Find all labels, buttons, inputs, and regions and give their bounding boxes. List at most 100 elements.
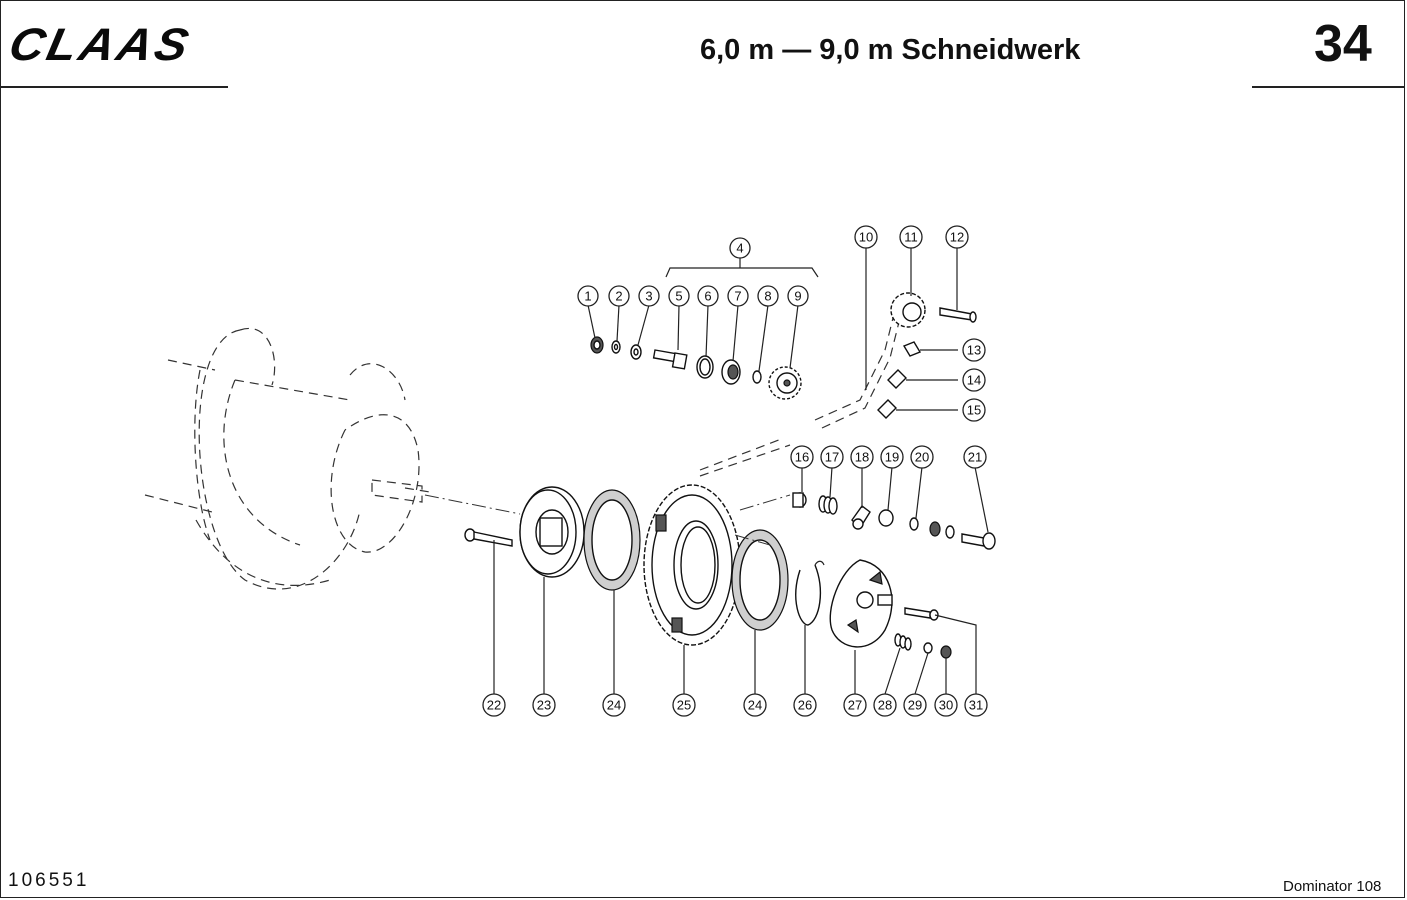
svg-text:3: 3 xyxy=(645,289,652,304)
drawing-number: 106551 xyxy=(8,870,90,891)
part-6-ring xyxy=(696,355,714,379)
part-23-hub-flange xyxy=(519,486,585,578)
callout-22: 22 xyxy=(482,693,506,717)
svg-text:30: 30 xyxy=(939,698,953,713)
drum-housing-ghost xyxy=(144,327,521,590)
svg-text:27: 27 xyxy=(848,698,862,713)
callout-6: 6 xyxy=(697,285,719,307)
svg-text:6: 6 xyxy=(704,289,711,304)
part-19-bushing xyxy=(878,509,894,527)
callout-14: 14 xyxy=(962,368,986,392)
callout-19: 19 xyxy=(880,445,904,469)
part-26-spring-ring xyxy=(795,560,825,626)
part-9-sprocket xyxy=(768,366,802,400)
part-5-stub-axle xyxy=(652,349,688,370)
part-21-bolt xyxy=(961,532,996,550)
part-2-washer xyxy=(611,340,621,354)
callout-11: 11 xyxy=(899,225,923,249)
svg-text:7: 7 xyxy=(734,289,741,304)
model-name: Dominator 108 xyxy=(1283,878,1382,895)
header-rule-left xyxy=(0,86,228,88)
callout-23: 23 xyxy=(532,693,556,717)
svg-text:24: 24 xyxy=(748,698,762,713)
svg-text:10: 10 xyxy=(859,230,873,245)
svg-text:13: 13 xyxy=(967,343,981,358)
callout-16: 16 xyxy=(790,445,814,469)
svg-text:14: 14 xyxy=(967,373,981,388)
part-17-spring xyxy=(818,495,838,515)
svg-text:31: 31 xyxy=(969,698,983,713)
callout-12: 12 xyxy=(945,225,969,249)
part-29-washer xyxy=(923,642,933,654)
chain-ghost xyxy=(699,309,901,477)
svg-text:17: 17 xyxy=(825,450,839,465)
axis-line-lower xyxy=(734,534,771,546)
part-28-spring xyxy=(894,633,912,651)
part-18-lever xyxy=(851,505,871,530)
svg-text:15: 15 xyxy=(967,403,981,418)
svg-text:23: 23 xyxy=(537,698,551,713)
svg-text:16: 16 xyxy=(795,450,809,465)
part-12-bolt xyxy=(939,307,977,323)
header-rule-right xyxy=(1252,86,1405,88)
part-22-bolt xyxy=(464,528,513,547)
part-20-washer xyxy=(909,517,919,531)
svg-text:11: 11 xyxy=(904,230,918,245)
svg-text:21: 21 xyxy=(968,450,982,465)
svg-text:1: 1 xyxy=(584,289,591,304)
svg-text:2: 2 xyxy=(615,289,622,304)
part-24-friction-disc-a xyxy=(583,489,641,591)
callout-21: 21 xyxy=(963,445,987,469)
page-title: 6,0 m — 9,0 m Schneidwerk xyxy=(700,34,1081,66)
leader-lines xyxy=(493,246,989,695)
callout-29: 29 xyxy=(903,693,927,717)
callout-18: 18 xyxy=(850,445,874,469)
callout-4: 4 xyxy=(729,237,751,259)
callout-28: 28 xyxy=(873,693,897,717)
axis-line-upper xyxy=(739,494,791,511)
part-nut-21 xyxy=(929,521,955,539)
part-1-nut xyxy=(590,336,604,354)
callout-1: 1 xyxy=(577,285,599,307)
svg-text:18: 18 xyxy=(855,450,869,465)
svg-text:26: 26 xyxy=(798,698,812,713)
svg-text:29: 29 xyxy=(908,698,922,713)
callout-10: 10 xyxy=(854,225,878,249)
svg-text:20: 20 xyxy=(915,450,929,465)
callout-2: 2 xyxy=(608,285,630,307)
part-3-washer xyxy=(630,344,642,360)
part-24-friction-disc-b xyxy=(731,529,789,631)
callout-24-a: 24 xyxy=(602,693,626,717)
callout-31: 31 xyxy=(964,693,988,717)
svg-text:5: 5 xyxy=(675,289,682,304)
callout-15: 15 xyxy=(962,398,986,422)
callout-7: 7 xyxy=(727,285,749,307)
callout-17: 17 xyxy=(820,445,844,469)
part-31-bolt xyxy=(904,607,939,621)
part-27-pressure-plate xyxy=(829,559,893,648)
svg-text:8: 8 xyxy=(764,289,771,304)
part-30-nut xyxy=(940,645,952,659)
part-8-circlip xyxy=(752,370,762,384)
callout-25: 25 xyxy=(672,693,696,717)
callout-26: 26 xyxy=(793,693,817,717)
callout-27: 27 xyxy=(843,693,867,717)
part-11-sprocket xyxy=(890,292,926,328)
callout-8: 8 xyxy=(757,285,779,307)
callout-3: 3 xyxy=(638,285,660,307)
callout-20: 20 xyxy=(910,445,934,469)
part-14-connector xyxy=(887,369,958,389)
page-number: 34 xyxy=(1314,15,1372,73)
svg-text:9: 9 xyxy=(794,289,801,304)
svg-text:28: 28 xyxy=(878,698,892,713)
callout-30: 30 xyxy=(934,693,958,717)
callout-5: 5 xyxy=(668,285,690,307)
svg-text:25: 25 xyxy=(677,698,691,713)
svg-text:24: 24 xyxy=(607,698,621,713)
part-7-bearing xyxy=(721,359,741,385)
svg-text:22: 22 xyxy=(487,698,501,713)
callout-13: 13 xyxy=(962,338,986,362)
svg-text:12: 12 xyxy=(950,230,964,245)
